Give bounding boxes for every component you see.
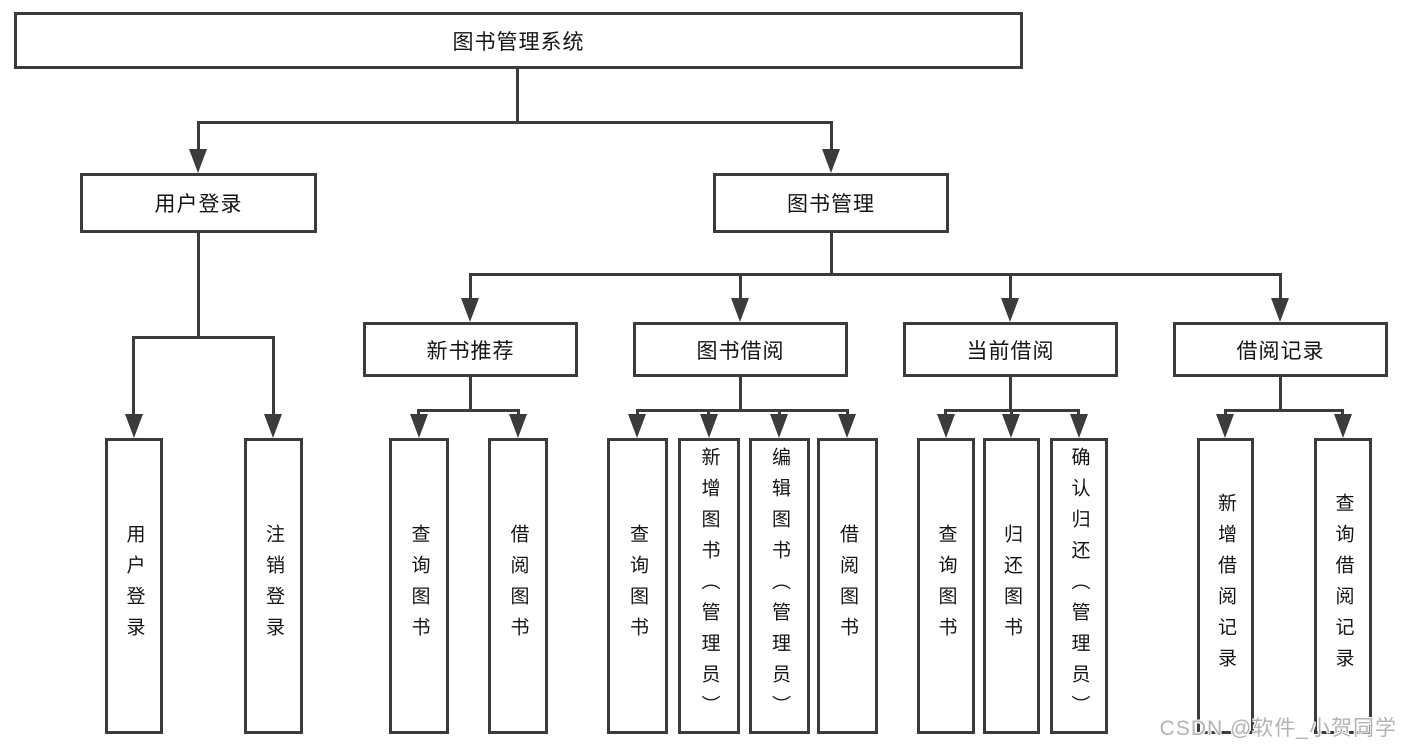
node-label: 确认归还（管理员） (1068, 446, 1090, 726)
connector-line (417, 409, 520, 412)
connector-line (469, 377, 472, 412)
connector-line (469, 273, 1282, 276)
node-current-borrowing: 当前借阅 (903, 322, 1118, 377)
node-label: 图书管理系统 (452, 30, 585, 54)
node-root: 图书管理系统 (14, 12, 1023, 69)
connector-line (517, 409, 520, 418)
connector-line (636, 409, 849, 412)
arrowhead (509, 414, 527, 438)
leaf-borrow-books-2: 借阅图书 (817, 438, 878, 734)
node-label: 借阅图书 (837, 524, 858, 648)
connector-line (1077, 409, 1080, 418)
arrowhead (937, 414, 955, 438)
node-label: 图书管理 (787, 193, 875, 216)
arrowhead (770, 414, 788, 438)
connector-line (739, 273, 742, 301)
connector-line (1341, 409, 1344, 418)
node-book-borrowing: 图书借阅 (633, 322, 848, 377)
connector-line (197, 121, 833, 124)
node-borrow-records: 借阅记录 (1173, 322, 1388, 377)
node-label: 借阅记录 (1236, 339, 1325, 363)
node-label: 编辑图书（管理员） (769, 446, 790, 726)
node-label: 注销登录 (263, 524, 284, 648)
node-label: 借阅图书 (507, 524, 529, 648)
arrowhead (628, 414, 646, 438)
node-label: 新增借阅记录 (1215, 493, 1236, 679)
arrowhead (1334, 414, 1352, 438)
leaf-add-borrow-record: 新增借阅记录 (1197, 438, 1254, 734)
node-label: 查询图书 (408, 524, 430, 648)
arrowhead (1271, 298, 1289, 322)
arrowhead (822, 149, 840, 173)
connector-line (417, 409, 420, 418)
arrowhead (461, 298, 479, 322)
arrowhead (1216, 414, 1234, 438)
arrowhead (264, 414, 282, 438)
connector-line (469, 273, 472, 301)
arrowhead (189, 149, 207, 173)
node-label: 归还图书 (1001, 524, 1022, 648)
arrowhead (410, 414, 428, 438)
connector-line (132, 336, 135, 418)
arrowhead (838, 414, 856, 438)
node-label: 新书推荐 (426, 339, 515, 363)
arrowhead (1070, 414, 1088, 438)
connector-line (739, 377, 742, 412)
leaf-query-books-3: 查询图书 (917, 438, 975, 734)
connector-line (1224, 409, 1227, 418)
node-label: 查询图书 (935, 524, 957, 648)
connector-line (197, 233, 200, 339)
leaf-query-books-1: 查询图书 (389, 438, 449, 734)
node-label: 当前借阅 (966, 339, 1055, 363)
leaf-borrow-books-1: 借阅图书 (488, 438, 548, 734)
connector-line (1279, 377, 1282, 412)
connector-line (1279, 273, 1282, 301)
connector-line (846, 409, 849, 418)
connector-line (944, 409, 947, 418)
connector-line (778, 409, 781, 418)
node-label: 用户登录 (123, 524, 145, 648)
node-label: 图书借阅 (696, 339, 785, 363)
connector-line (132, 336, 275, 339)
connector-line (636, 409, 639, 418)
connector-line (272, 336, 275, 418)
node-label: 查询图书 (627, 524, 648, 648)
leaf-confirm-return-admin: 确认归还（管理员） (1050, 438, 1108, 734)
watermark: CSDN @软件_小贺同学 (1159, 717, 1397, 740)
connector-line (197, 121, 200, 152)
connector-line (1009, 273, 1012, 301)
arrowhead (700, 414, 718, 438)
connector-line (830, 121, 833, 152)
leaf-add-book-admin: 新增图书（管理员） (678, 438, 740, 734)
arrowhead (1001, 298, 1019, 322)
arrowhead (125, 414, 143, 438)
arrowhead (731, 298, 749, 322)
node-new-book-recommend: 新书推荐 (363, 322, 578, 377)
leaf-logout: 注销登录 (244, 438, 303, 734)
connector-line (830, 233, 833, 276)
leaf-query-books-2: 查询图书 (607, 438, 668, 734)
connector-line (1010, 409, 1013, 418)
leaf-edit-book-admin: 编辑图书（管理员） (749, 438, 810, 734)
connector-line (1224, 409, 1344, 412)
leaf-query-borrow-record: 查询借阅记录 (1314, 438, 1372, 734)
node-book-management: 图书管理 (713, 173, 949, 233)
leaf-return-books: 归还图书 (983, 438, 1040, 734)
connector-line (1009, 377, 1012, 412)
node-user-login: 用户登录 (80, 173, 317, 233)
connector-line (516, 69, 519, 124)
leaf-user-login: 用户登录 (105, 438, 163, 734)
arrowhead (1002, 414, 1020, 438)
node-label: 用户登录 (154, 193, 243, 216)
connector-line (707, 409, 710, 418)
node-label: 新增图书（管理员） (698, 446, 720, 726)
node-label: 查询借阅记录 (1332, 493, 1354, 679)
